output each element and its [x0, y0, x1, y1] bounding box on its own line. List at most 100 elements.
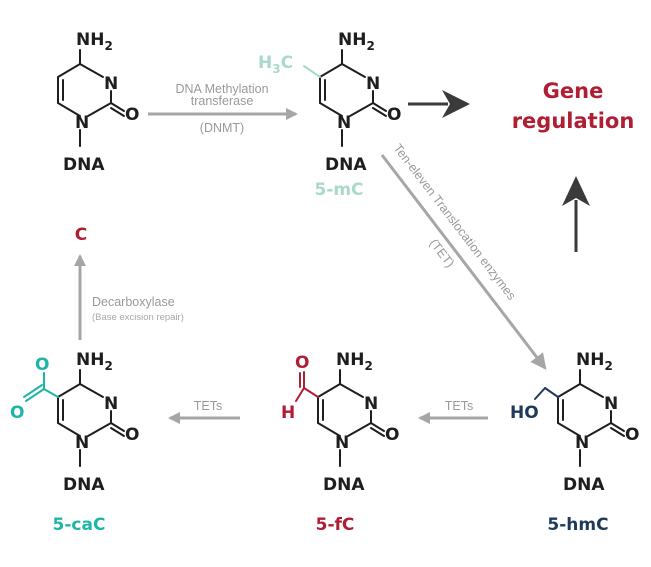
tets-right-reaction: TETs	[418, 399, 488, 424]
bond	[317, 422, 341, 437]
5hmc-molecule: NH2 HO N O N DNA 5-hmC	[510, 350, 639, 535]
dna-label: DNA	[323, 475, 365, 495]
5fc-molecule: NH2 O H N O N DNA 5-fC	[281, 350, 399, 535]
carboxyl-oxygen: O	[35, 355, 49, 375]
up-arrow-to-gene-regulation	[562, 176, 590, 252]
bond	[370, 427, 385, 437]
5hmc-label: 5-hmC	[547, 515, 608, 535]
5cac-molecule: NH2 O O N O N DNA 5-caC	[10, 350, 139, 535]
dna-label: DNA	[63, 475, 105, 495]
carboxyl-double-bond	[25, 388, 45, 402]
bond	[57, 422, 81, 437]
bond	[110, 102, 125, 112]
amine-label: NH2	[76, 350, 113, 373]
ring-nitrogen: N	[75, 433, 89, 453]
bond	[579, 383, 604, 398]
dnmt-reaction: DNA Methylation transferase (DNMT)	[148, 82, 298, 135]
amine-label: NH2	[76, 30, 113, 53]
bond	[557, 422, 581, 437]
bond	[110, 427, 125, 437]
bond	[347, 422, 372, 437]
5mc-label: 5-mC	[314, 180, 363, 200]
bond	[349, 102, 374, 117]
ring-nitrogen: N	[337, 113, 351, 133]
amine-label: NH2	[336, 350, 373, 373]
amine-label: NH2	[576, 350, 613, 373]
dnmt-label-line3: (DNMT)	[200, 121, 244, 135]
bond	[79, 383, 104, 398]
bond	[57, 383, 81, 398]
cytosine-molecule: NH2 N O N DNA	[57, 30, 139, 175]
5cac-label: 5-caC	[53, 515, 106, 535]
carbonyl-oxygen: O	[625, 425, 639, 445]
carboxyl-double-bond	[23, 384, 43, 398]
tet-label-line2: (TET)	[427, 236, 458, 270]
tet-arrow	[380, 154, 547, 370]
arrow-head	[442, 90, 470, 118]
bond	[610, 427, 625, 437]
carbonyl-oxygen: O	[125, 105, 139, 125]
methyl-group-label: H3C	[258, 53, 293, 76]
bond	[341, 63, 366, 78]
carboxyl-oxygen: O	[10, 403, 24, 423]
hydroxymethyl-bond	[544, 387, 559, 398]
carbonyl-oxygen: O	[125, 425, 139, 445]
to-gene-regulation-arrow	[408, 90, 470, 118]
bond	[339, 383, 364, 398]
ring-nitrogen: N	[335, 433, 349, 453]
bond	[79, 63, 104, 78]
bond	[110, 422, 125, 432]
formyl-oxygen: O	[295, 353, 309, 373]
carbonyl-oxygen: O	[387, 105, 401, 125]
tets-right-label: TETs	[445, 399, 473, 413]
decarboxylase-reaction: Decarboxylase (Base excision repair)	[74, 254, 184, 340]
dna-label: DNA	[563, 475, 605, 495]
bond	[557, 383, 581, 398]
bond	[319, 102, 343, 117]
5fc-label: 5-fC	[316, 515, 355, 535]
gene-regulation: Gene regulation	[512, 79, 635, 133]
bond	[57, 102, 81, 117]
ring-nitrogen: N	[575, 433, 589, 453]
tet-label-line1: Ten-eleven Translocation enzymes	[391, 141, 519, 302]
bond	[372, 102, 387, 112]
carboxyl-bond	[43, 388, 59, 398]
formyl-bond	[295, 387, 305, 402]
bond	[87, 102, 112, 117]
methyl-bond	[303, 65, 321, 78]
bond	[87, 422, 112, 437]
gene-regulation-line2: regulation	[512, 109, 635, 133]
bond	[370, 422, 385, 432]
formyl-hydrogen: H	[281, 403, 295, 423]
bond	[110, 107, 125, 117]
ring-nitrogen: N	[75, 113, 89, 133]
tets-left-reaction: TETs	[168, 399, 240, 424]
formyl-bond	[303, 387, 319, 398]
gene-regulation-line1: Gene	[543, 79, 604, 103]
base-excision-repair-label: (Base excision repair)	[92, 312, 184, 323]
ring-nitrogen: N	[104, 74, 118, 94]
bond	[317, 383, 341, 398]
carbonyl-oxygen: O	[385, 425, 399, 445]
bond	[372, 107, 387, 117]
ring-nitrogen: N	[604, 394, 618, 414]
arrow-head	[562, 176, 590, 206]
dnmt-label-line2: transferase	[191, 94, 254, 108]
bond	[57, 63, 81, 78]
bond	[610, 422, 625, 432]
ring-nitrogen: N	[366, 74, 380, 94]
hydroxyl-label: HO	[510, 403, 539, 423]
ring-nitrogen: N	[364, 394, 378, 414]
dna-label: DNA	[63, 155, 105, 175]
dna-label: DNA	[325, 155, 367, 175]
5mc-molecule: NH2 H3C N O N DNA 5-mC	[258, 30, 401, 200]
amine-label: NH2	[338, 30, 375, 53]
tets-left-label: TETs	[194, 399, 222, 413]
dnmt-label-line1: DNA Methylation	[175, 82, 268, 96]
tet-reaction: Ten-eleven Translocation enzymes (TET)	[380, 141, 547, 370]
hydroxymethyl-bond	[534, 387, 546, 400]
bond	[587, 422, 612, 437]
decarboxylase-label: Decarboxylase	[92, 295, 175, 309]
